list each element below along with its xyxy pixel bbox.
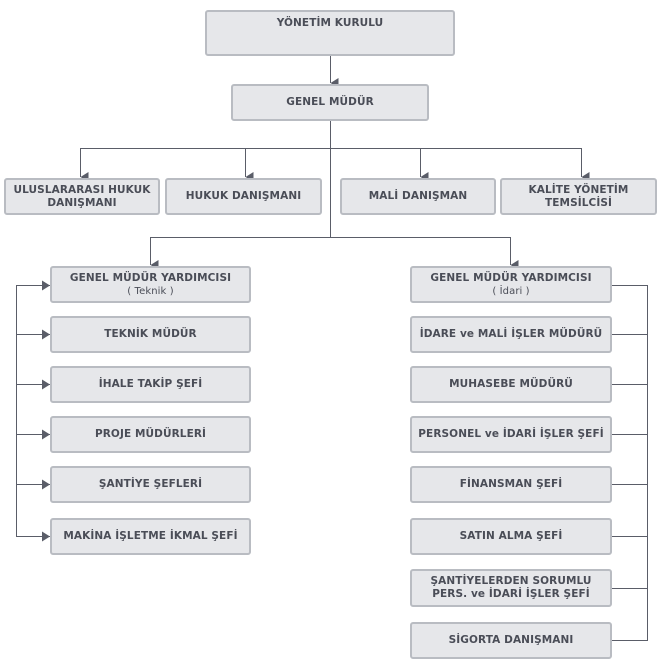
deputy-gm-admin-box: GENEL MÜDÜR YARDIMCISI ( İdari )	[410, 266, 612, 303]
deputy-gm-admin-subtitle: ( İdari )	[492, 285, 530, 297]
deputy-gm-technical-title: GENEL MÜDÜR YARDIMCISI	[69, 271, 232, 284]
law-advisor-label: HUKUK DANIŞMANI	[185, 190, 302, 202]
deputy-gm-admin-title: GENEL MÜDÜR YARDIMCISI	[430, 271, 592, 284]
admin-item-label: FİNANSMAN ŞEFİ	[459, 478, 563, 490]
technical-item-box: MAKİNA İŞLETME İKMAL ŞEFİ	[50, 518, 251, 555]
admin-item-box: SATIN ALMA ŞEFİ	[410, 518, 612, 555]
general-manager-label: GENEL MÜDÜR	[286, 96, 374, 108]
admin-item-box: ŞANTİYELERDEN SORUMLU PERS. ve İDARİ İŞL…	[410, 569, 612, 607]
intl-law-advisor-label: ULUSLARARASI HUKUK DANIŞMANI	[13, 183, 151, 209]
finance-advisor-label: MALİ DANIŞMAN	[368, 190, 468, 202]
admin-item-box: MUHASEBE MÜDÜRÜ	[410, 366, 612, 403]
technical-item-label: İHALE TAKİP ŞEFİ	[98, 378, 203, 390]
quality-rep-label: KALİTE YÖNETİM TEMSİLCİSİ	[528, 183, 629, 209]
admin-item-label: MUHASEBE MÜDÜRÜ	[449, 378, 573, 390]
law-advisor-box: HUKUK DANIŞMANI	[165, 178, 322, 215]
admin-item-label: SİGORTA DANIŞMANI	[448, 634, 574, 646]
technical-item-label: ŞANTİYE ŞEFLERİ	[98, 478, 203, 490]
deputy-gm-technical-subtitle: ( Teknik )	[127, 285, 174, 297]
admin-item-box: FİNANSMAN ŞEFİ	[410, 466, 612, 503]
admin-item-label: ŞANTİYELERDEN SORUMLU PERS. ve İDARİ İŞL…	[430, 575, 592, 600]
admin-item-label: PERSONEL ve İDARİ İŞLER ŞEFİ	[418, 428, 604, 440]
deputy-gm-technical-box: GENEL MÜDÜR YARDIMCISI ( Teknik )	[50, 266, 251, 303]
technical-item-box: ŞANTİYE ŞEFLERİ	[50, 466, 251, 503]
board-box: YÖNETİM KURULU	[205, 10, 455, 56]
technical-item-label: PROJE MÜDÜRLERİ	[94, 428, 207, 440]
admin-item-box: PERSONEL ve İDARİ İŞLER ŞEFİ	[410, 416, 612, 453]
admin-item-label: SATIN ALMA ŞEFİ	[459, 530, 563, 542]
technical-item-box: İHALE TAKİP ŞEFİ	[50, 366, 251, 403]
board-label: YÖNETİM KURULU	[276, 17, 384, 29]
general-manager-box: GENEL MÜDÜR	[231, 84, 429, 121]
technical-item-label: MAKİNA İŞLETME İKMAL ŞEFİ	[63, 530, 238, 542]
admin-item-label: İDARE ve MALİ İŞLER MÜDÜRÜ	[419, 328, 603, 340]
admin-item-box: SİGORTA DANIŞMANI	[410, 622, 612, 659]
technical-item-box: TEKNİK MÜDÜR	[50, 316, 251, 353]
technical-item-box: PROJE MÜDÜRLERİ	[50, 416, 251, 453]
intl-law-advisor-box: ULUSLARARASI HUKUK DANIŞMANI	[4, 178, 160, 215]
quality-rep-box: KALİTE YÖNETİM TEMSİLCİSİ	[500, 178, 657, 215]
finance-advisor-box: MALİ DANIŞMAN	[340, 178, 496, 215]
admin-item-box: İDARE ve MALİ İŞLER MÜDÜRÜ	[410, 316, 612, 353]
technical-item-label: TEKNİK MÜDÜR	[104, 328, 197, 340]
